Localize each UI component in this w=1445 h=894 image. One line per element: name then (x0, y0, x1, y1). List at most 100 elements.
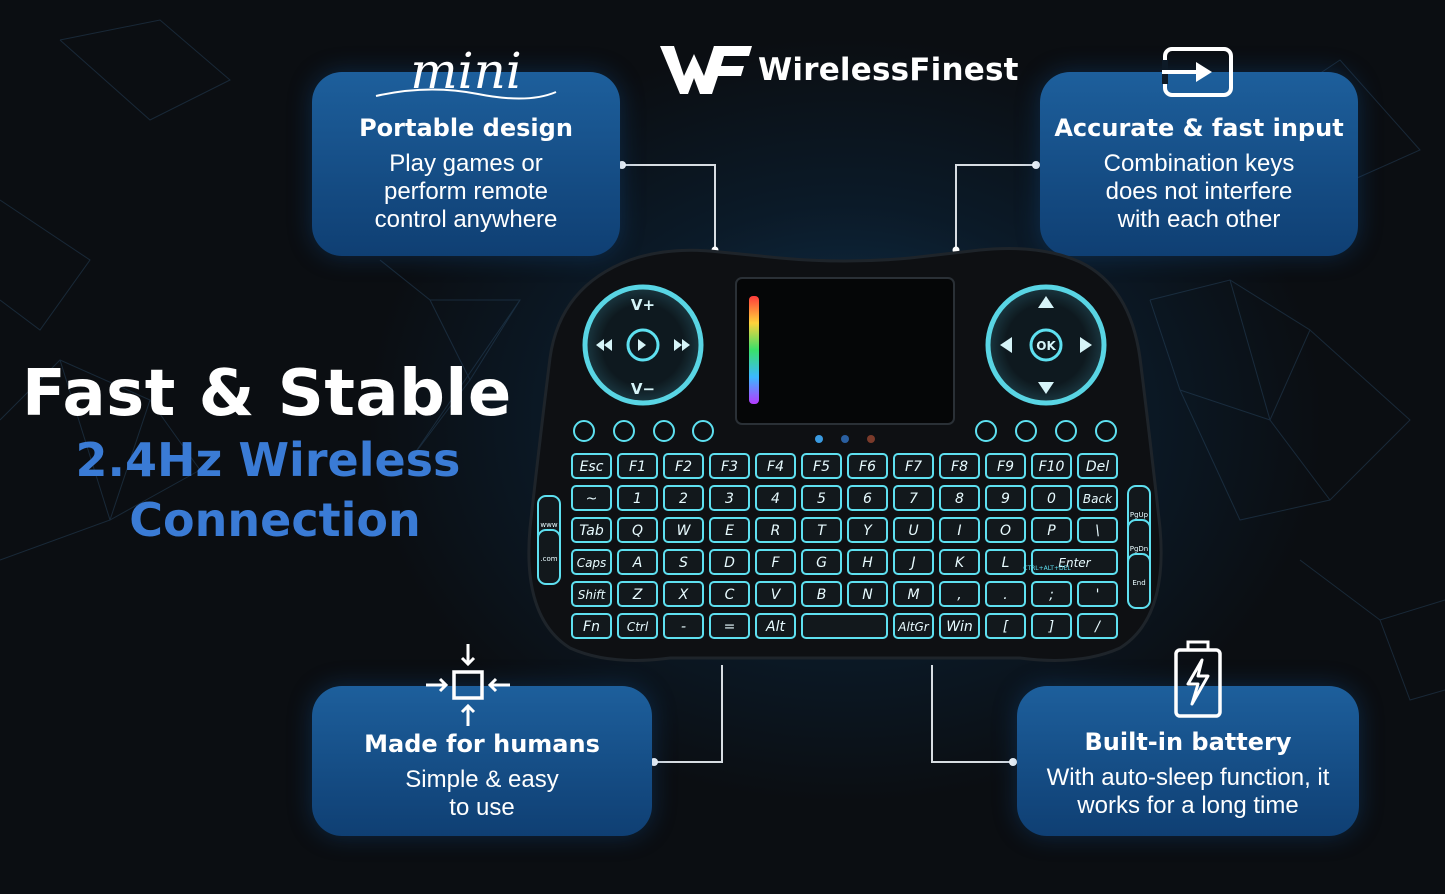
key-label: Ctrl (627, 620, 649, 634)
key: F8 (939, 453, 980, 479)
side-key-label: End (1132, 579, 1145, 587)
brand-logo: WirelessFinest (660, 42, 1019, 98)
key-label: Esc (580, 459, 604, 475)
key-label: U (908, 523, 918, 539)
rgb-strip (749, 296, 759, 404)
key: Tab (571, 517, 612, 543)
dpad-right: OK (985, 284, 1107, 406)
key-label: 1 (633, 491, 642, 507)
compress-arrows-icon (426, 644, 510, 726)
key: Enter (1031, 549, 1118, 575)
side-key: .com (537, 529, 561, 585)
key-label: Y (863, 523, 873, 539)
key-label: F6 (859, 459, 876, 475)
key-label: F10 (1039, 459, 1065, 475)
key-label: Fn (583, 619, 600, 635)
feature-title: Accurate & fast input (1054, 114, 1344, 142)
feature-line: perform remote (383, 178, 549, 205)
key: 8 (939, 485, 980, 511)
key-label: D (724, 555, 735, 571)
key: Caps (571, 549, 612, 575)
key: Esc (571, 453, 612, 479)
key-label: P (1047, 523, 1056, 539)
key-label: F (771, 555, 780, 571)
key: M (893, 581, 934, 607)
feature-line: to use (449, 794, 515, 821)
key-label: - (681, 619, 686, 635)
key-label: 0 (1047, 491, 1056, 507)
feature-line: with each other (1117, 206, 1281, 233)
touchpad (735, 277, 955, 425)
headline-block: Fast & Stable 2.4Hz Wireless Connection (20, 358, 530, 550)
key-label: , (957, 587, 961, 603)
key-label: 4 (771, 491, 780, 507)
feature-line: works for a long time (1077, 792, 1299, 819)
media-button (975, 420, 997, 442)
key: I (939, 517, 980, 543)
key-label: F3 (721, 459, 738, 475)
key-label: Enter (1058, 556, 1091, 570)
key: U (893, 517, 934, 543)
enter-sublabel: CTRL+ALT+DEL (1023, 565, 1071, 572)
key-label: AltGr (897, 620, 930, 634)
key-label: F5 (813, 459, 830, 475)
key-label: / (1093, 619, 1101, 635)
feature-card-accurate: Accurate & fast input Combination keys d… (1040, 72, 1358, 256)
key: 9 (985, 485, 1026, 511)
feature-line: With auto-sleep function, it (1046, 764, 1330, 791)
key-label: ] (1048, 619, 1054, 635)
key: F1 (617, 453, 658, 479)
key: F (755, 549, 796, 575)
key-label: T (817, 523, 827, 539)
key: N (847, 581, 888, 607)
key-label: E (725, 523, 734, 539)
key: P (1031, 517, 1072, 543)
key-label: Tab (579, 523, 604, 539)
key-label: W (677, 523, 692, 539)
key-label: 3 (725, 491, 734, 507)
key-label: = (724, 619, 736, 635)
key-label: Q (632, 523, 643, 539)
headline-title: Fast & Stable (22, 357, 512, 431)
media-button (692, 420, 714, 442)
indicator-led (841, 435, 849, 443)
feature-line: Play games or (389, 150, 543, 177)
key: G (801, 549, 842, 575)
key: X (663, 581, 704, 607)
key: K (939, 549, 980, 575)
key: 0 (1031, 485, 1072, 511)
key: C (709, 581, 750, 607)
key-label: 8 (955, 491, 964, 507)
key: F2 (663, 453, 704, 479)
key: J (893, 549, 934, 575)
key-label: S (679, 555, 688, 571)
key-label: J (908, 555, 915, 571)
key: E (709, 517, 750, 543)
headline-subtitle-line2: Connection (129, 493, 421, 547)
feature-line: Simple & easy (405, 766, 559, 793)
key: 7 (893, 485, 934, 511)
feature-title: Made for humans (364, 730, 600, 758)
key: F7 (893, 453, 934, 479)
key: ' (1077, 581, 1118, 607)
key: O (985, 517, 1026, 543)
key-label: F2 (675, 459, 692, 475)
key-label: 5 (817, 491, 826, 507)
key: 2 (663, 485, 704, 511)
key-label: 6 (863, 491, 872, 507)
key: 4 (755, 485, 796, 511)
feature-description: Simple & easy to use (312, 766, 652, 822)
key: F9 (985, 453, 1026, 479)
key: F6 (847, 453, 888, 479)
key: V (755, 581, 796, 607)
key-label: A (632, 555, 643, 571)
key-label: H (862, 555, 873, 571)
key: F5 (801, 453, 842, 479)
key: Del (1077, 453, 1118, 479)
brand-name: WirelessFinest (758, 52, 1019, 88)
key: Q (617, 517, 658, 543)
key: ; (1031, 581, 1072, 607)
media-button (573, 420, 595, 442)
key: F10 (1031, 453, 1072, 479)
